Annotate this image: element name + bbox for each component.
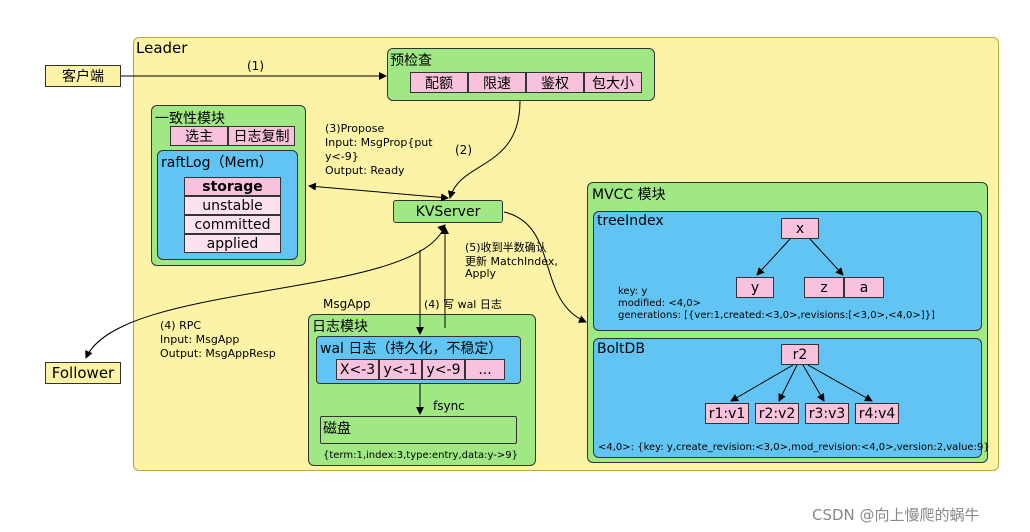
precheck-item-packetsize: 包大小 — [584, 72, 642, 93]
wal-cell-2: y<-1 — [379, 359, 422, 380]
disk-record: {term:1,index:3,type:entry,data:y->9} — [323, 450, 518, 461]
precheck-item-ratelimit: 限速 — [468, 72, 526, 93]
boltdb-title: BoltDB — [597, 341, 645, 357]
consensus-title: 一致性模块 — [155, 111, 225, 127]
bolt-edge-2 — [778, 364, 798, 402]
bolt-node-root: r2 — [781, 344, 819, 365]
edge-label-3-line2: Input: MsgProp{put — [325, 136, 433, 149]
raftlog-row-unstable: unstable — [184, 196, 281, 215]
leader-title: Leader — [136, 39, 188, 57]
disk-title: 磁盘 — [323, 421, 351, 437]
bolt-leaf-1: r1:v1 — [705, 403, 749, 424]
log-module-title: 日志模块 — [312, 319, 368, 335]
tree-node-a: a — [844, 277, 884, 298]
treeindex-container — [593, 211, 982, 331]
bolt-leaf-3: r3:v3 — [805, 403, 849, 424]
treeindex-info-key: key: y — [618, 286, 648, 297]
precheck-item-quota: 配额 — [410, 72, 468, 93]
edge-label-5-line1: (5)收到半数确认 — [465, 241, 547, 254]
consensus-item-election: 选主 — [170, 126, 228, 146]
tree-edge-x-y — [756, 238, 791, 276]
client-node: 客户端 — [45, 65, 121, 87]
edge-label-4wal: (4) 写 wal 日志 — [424, 298, 502, 311]
bolt-leaf-2: r2:v2 — [755, 403, 799, 424]
treeindex-info-modified: modified: <4,0> — [618, 298, 701, 309]
wal-cell-3: y<-9 — [422, 359, 465, 380]
raftlog-row-committed: committed — [184, 215, 281, 234]
edge-label-3-line4: Output: Ready — [325, 164, 405, 177]
edge-label-4rpc-line2: Input: MsgApp — [160, 333, 240, 346]
mvcc-title: MVCC 模块 — [592, 187, 666, 203]
bolt-leaf-4: r4:v4 — [855, 403, 899, 424]
boltdb-record: <4,0>: {key: y,create_revision:<3,0>,mod… — [598, 442, 990, 453]
tree-node-z: z — [804, 277, 844, 298]
fsync-label: fsync — [433, 399, 465, 413]
treeindex-title: treeIndex — [597, 213, 664, 229]
edge-label-5-line2: 更新 MatchIndex, — [465, 255, 558, 268]
raftlog-row-storage: storage — [184, 177, 281, 196]
precheck-title: 预检查 — [390, 53, 432, 69]
kvserver-node: KVServer — [393, 200, 503, 223]
edge-label-2: (2) — [455, 143, 472, 157]
edge-label-1: (1) — [247, 59, 264, 73]
follower-node: Follower — [45, 362, 121, 384]
watermark: CSDN @向上慢爬的蜗牛 — [812, 506, 980, 524]
bolt-edge-3 — [802, 364, 825, 402]
tree-node-x: x — [781, 218, 819, 239]
edge-label-3-line3: y<-9} — [325, 150, 359, 163]
bolt-edge-1 — [730, 364, 794, 402]
edge-label-3-line1: (3)Propose — [325, 122, 385, 135]
treeindex-info-generations: generations: [{ver:1,created:<3,0>,revis… — [618, 310, 935, 321]
arrow-kvserver-follower — [85, 224, 446, 359]
raftlog-title: raftLog（Mem） — [161, 155, 273, 171]
wal-title: wal 日志（持久化，不稳定） — [320, 341, 503, 357]
msgapp-label: MsgApp — [323, 297, 371, 311]
tree-edge-x-za — [809, 238, 844, 276]
edge-label-5-line3: Apply — [465, 267, 497, 280]
wal-cell-1: X<-3 — [336, 359, 379, 380]
disk-box — [320, 416, 517, 444]
tree-node-y: y — [736, 277, 774, 298]
precheck-item-auth: 鉴权 — [526, 72, 584, 93]
arrow-precheck-kvserver — [447, 100, 521, 199]
arrow-kvserver-consensus — [308, 182, 449, 202]
raftlog-row-applied: applied — [184, 234, 281, 253]
bolt-edge-4 — [807, 364, 873, 402]
wal-cell-4: ... — [465, 359, 505, 380]
edge-label-4rpc-line3: Output: MsgAppResp — [160, 347, 276, 360]
arrow-kvserver-mvcc — [503, 211, 587, 323]
edge-label-4rpc-line1: (4) RPC — [160, 319, 202, 332]
consensus-item-replication: 日志复制 — [228, 126, 295, 146]
